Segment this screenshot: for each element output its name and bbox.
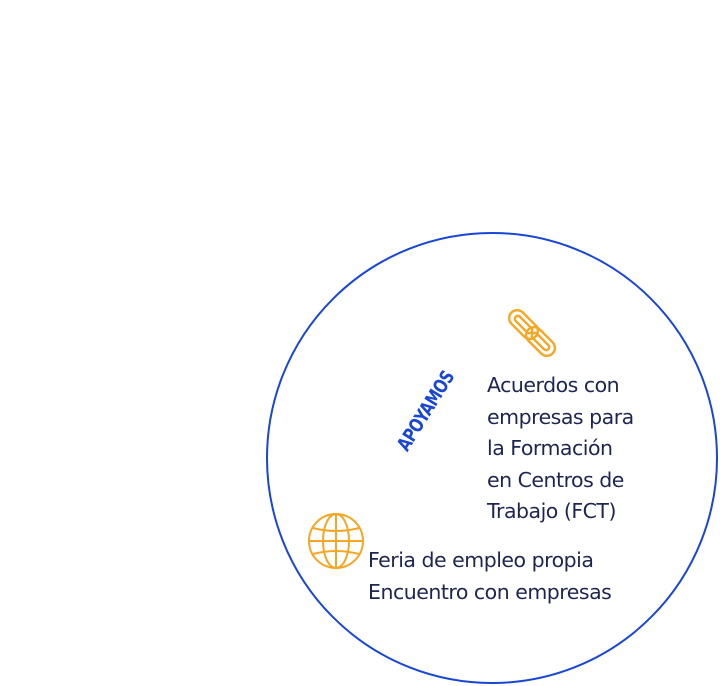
link-icon: [500, 302, 564, 364]
feria-text: Feria de empleo propia Encuentro con emp…: [368, 545, 612, 608]
fct-line: la Formación: [487, 436, 613, 460]
fct-line: Trabajo (FCT): [487, 499, 616, 523]
fct-text: Acuerdos con empresas para la Formación …: [487, 370, 634, 528]
feria-line: Encuentro con empresas: [368, 579, 612, 604]
fct-line: en Centros de: [487, 467, 624, 492]
feria-line: Feria de empleo propia: [368, 548, 594, 572]
globe-icon: [306, 511, 366, 571]
outline-circle: [266, 232, 718, 684]
fct-line: empresas para: [487, 404, 634, 429]
fct-line: Acuerdos con: [487, 373, 620, 397]
